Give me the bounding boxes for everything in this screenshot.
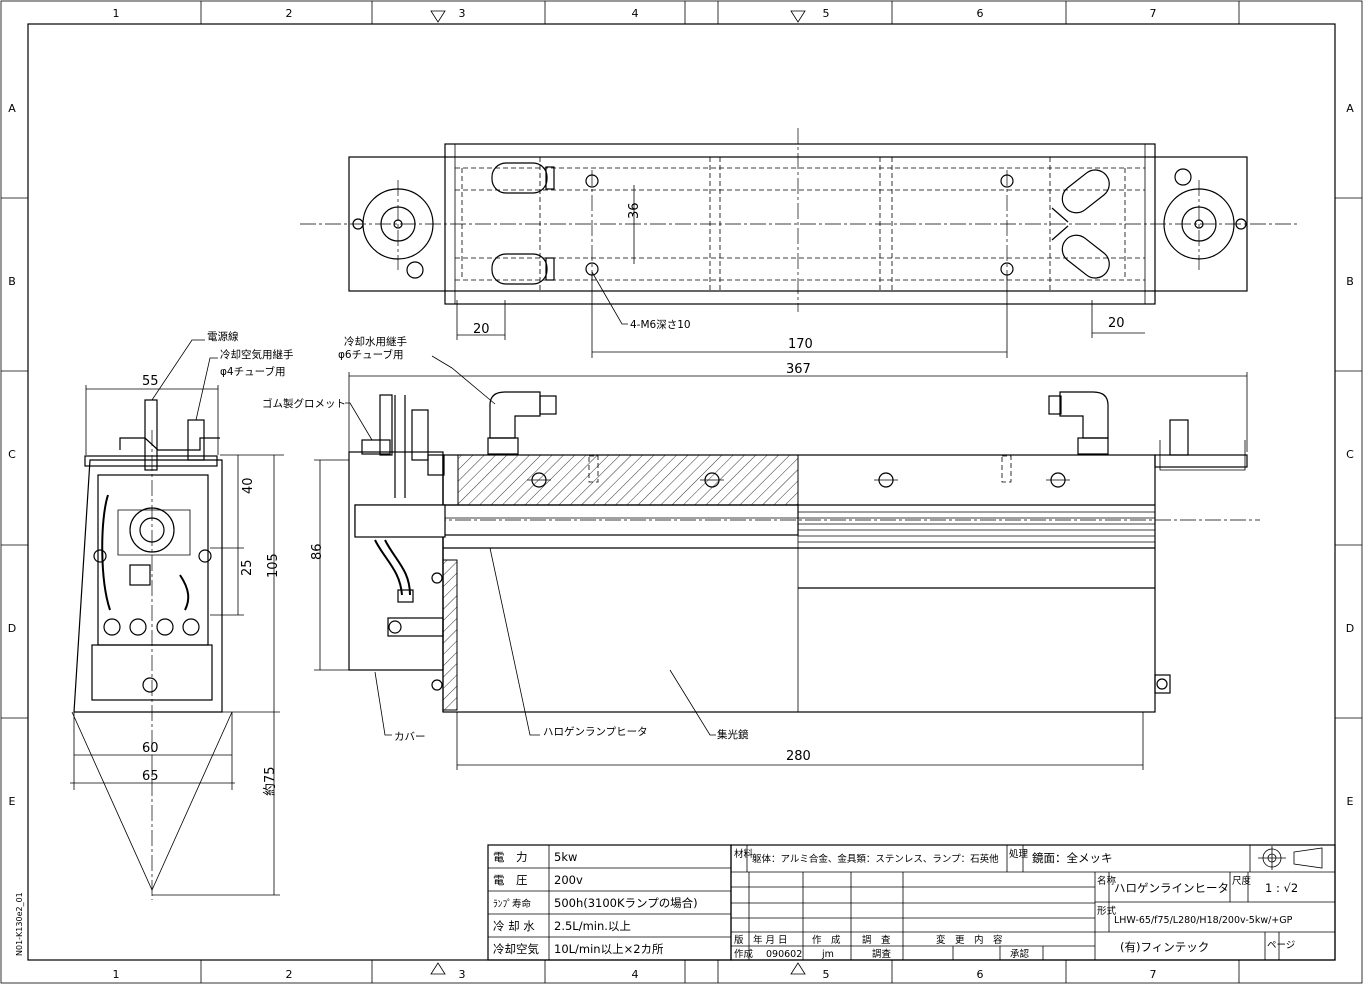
- row-label-left: A: [8, 102, 16, 115]
- rev-header: 作 成: [812, 934, 841, 946]
- col-label-bottom: 7: [1150, 968, 1157, 981]
- rev-header: 年 月 日: [753, 934, 788, 946]
- row-label-right: B: [1346, 275, 1354, 288]
- dim-86: 86: [310, 543, 325, 560]
- dim-20-right: 20: [1108, 316, 1125, 331]
- row-label-right: C: [1346, 448, 1354, 461]
- projection-icon: [1293, 847, 1323, 869]
- col-label-bottom: 4: [632, 968, 639, 981]
- col-label-top: 7: [1150, 7, 1157, 20]
- spec-value: 10L/min以上×2カ所: [554, 942, 664, 956]
- create-by: jm: [821, 949, 834, 960]
- spec-value: 200v: [554, 873, 583, 887]
- dim-20-left: 20: [473, 322, 490, 337]
- col-label-bottom: 3: [459, 968, 466, 981]
- scale-value: 1 : √2: [1265, 881, 1298, 895]
- material-value: 躯体：アルミ合金、金具類：ステンレス、ランプ：石英他: [752, 853, 999, 865]
- dim-36: 36: [627, 202, 642, 219]
- row-label-right: D: [1346, 622, 1354, 635]
- spec-label: 電 圧: [493, 873, 528, 887]
- spec-value: 2.5L/min.以上: [554, 919, 631, 933]
- note-air-fitting-2: φ4チューブ用: [220, 365, 285, 378]
- col-label-top: 3: [459, 7, 466, 20]
- dim-25: 25: [240, 559, 255, 576]
- name-label: 名称: [1097, 875, 1117, 887]
- side-label: N01-K130e2_01: [15, 892, 24, 956]
- row-label-left: C: [8, 448, 16, 461]
- note-grommet: ゴム製グロメット: [262, 397, 346, 410]
- front-view: 367: [262, 335, 1260, 770]
- spec-label: 電 力: [493, 850, 528, 864]
- note-tap-holes: 4-M6深さ10: [630, 319, 691, 331]
- dim-170: 170: [788, 337, 813, 352]
- treatment-value: 鏡面：全メッキ: [1032, 851, 1113, 865]
- dim-60: 60: [142, 741, 159, 756]
- rev-header: 変 更 内 容: [936, 934, 1003, 946]
- create-label: 作成: [734, 948, 754, 960]
- spec-value: 500h(3100Kランプの場合): [554, 896, 698, 910]
- company-name: (有)フィンテック: [1120, 940, 1209, 954]
- dim-75: 約75: [263, 766, 278, 796]
- spec-value: 5kw: [554, 850, 577, 864]
- model-value: LHW-65/f75/L280/H18/200v-5kw/+GP: [1114, 915, 1293, 926]
- treatment-label: 処理: [1009, 848, 1029, 860]
- top-view: 36 20 20 170 4-M6深さ10: [300, 128, 1300, 358]
- note-cover: カバー: [394, 731, 426, 743]
- col-label-bottom: 6: [977, 968, 984, 981]
- col-label-bottom: 2: [286, 968, 293, 981]
- note-power-cable: 電源線: [207, 330, 239, 343]
- col-label-top: 6: [977, 7, 984, 20]
- col-label-top: 4: [632, 7, 639, 20]
- col-label-top: 5: [823, 7, 830, 20]
- row-label-right: A: [1346, 102, 1354, 115]
- col-label-bottom: 5: [823, 968, 830, 981]
- note-water-fitting-1: 冷却水用継手: [344, 335, 407, 348]
- dim-105: 105: [266, 553, 281, 578]
- approve-label: 承認: [1010, 948, 1030, 960]
- note-reflector: 集光鏡: [717, 728, 749, 741]
- model-label: 形式: [1097, 905, 1117, 917]
- note-air-fitting-1: 冷却空気用継手: [220, 348, 294, 361]
- scale-label: 尺度: [1232, 875, 1252, 887]
- dim-55: 55: [142, 374, 159, 389]
- create-date: 090602: [766, 949, 802, 960]
- product-name: ハロゲンラインヒータ: [1114, 881, 1229, 895]
- spec-label: 冷 却 水: [493, 919, 535, 933]
- check-label: 調査: [872, 948, 892, 960]
- spec-table: 電 力 5kw 電 圧 200v ﾗﾝﾌﾟ寿命 500h(3100Kランプの場合…: [487, 844, 732, 961]
- col-label-top: 2: [286, 7, 293, 20]
- spec-label: ﾗﾝﾌﾟ寿命: [493, 898, 532, 910]
- dim-280: 280: [786, 749, 811, 764]
- dim-40: 40: [241, 477, 256, 494]
- rev-header: 調 査: [862, 934, 891, 946]
- row-label-right: E: [1347, 795, 1354, 808]
- title-block: 材料 躯体：アルミ合金、金具類：ステンレス、ランプ：石英他 処理 鏡面：全メッキ…: [730, 844, 1336, 961]
- note-lamp-heater: ハロゲンランプヒータ: [543, 726, 648, 738]
- page-label: ページ: [1267, 940, 1295, 951]
- material-label: 材料: [734, 848, 754, 860]
- row-label-left: B: [8, 275, 16, 288]
- side-view: 55 40 25 105 約75 60 65 電源線 冷却空気用継手 φ4チュー…: [70, 330, 294, 900]
- dim-367: 367: [786, 362, 811, 377]
- note-water-fitting-2: φ6チューブ用: [338, 348, 403, 361]
- row-label-left: E: [9, 795, 16, 808]
- row-label-left: D: [8, 622, 16, 635]
- spec-label: 冷却空気: [493, 942, 539, 956]
- rev-header: 版: [734, 934, 744, 946]
- grid-labels: 1 2 3 4 5 6 7 1 2 3 4 5 6 7 A B C D E A …: [8, 7, 1354, 981]
- col-label-top: 1: [113, 7, 120, 20]
- dim-65: 65: [142, 769, 159, 784]
- col-label-bottom: 1: [113, 968, 120, 981]
